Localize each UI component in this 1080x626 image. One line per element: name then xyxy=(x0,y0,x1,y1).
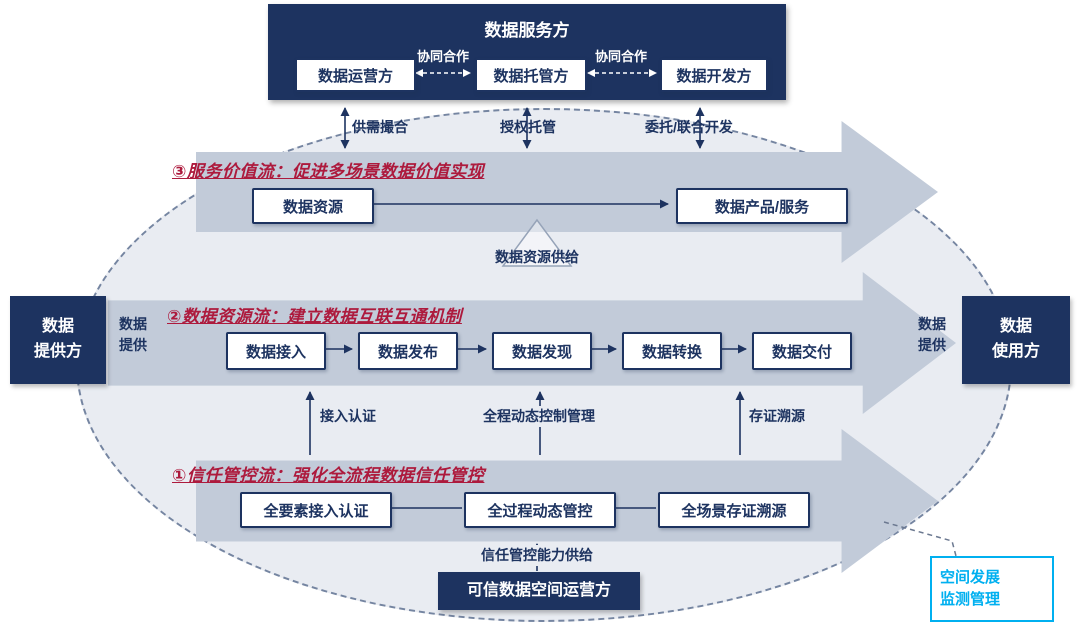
evidence-label: 存证溯源 xyxy=(749,408,805,424)
step-data-publish-box: 数据发布 xyxy=(358,332,458,370)
provider-flow-label: 数据 提供 xyxy=(119,314,147,356)
space-monitoring-box: 空间发展 监测管理 xyxy=(930,556,1054,622)
provider-flow-line1: 数据 xyxy=(119,316,147,332)
trust-access-auth-box: 全要素接入认证 xyxy=(240,492,392,528)
data-consumer-line2: 使用方 xyxy=(991,343,1040,360)
collab-label-1: 协同合作 xyxy=(416,49,470,64)
access-auth-label: 接入认证 xyxy=(320,408,376,424)
authorized-hosting-label: 授权托管 xyxy=(500,119,556,135)
step-data-access-box: 数据接入 xyxy=(226,332,326,370)
step-data-transform-box: 数据转换 xyxy=(622,332,722,370)
trust-supply-label: 信任管控能力供给 xyxy=(477,545,597,566)
data-developer-box: 数据开发方 xyxy=(660,58,768,92)
data-provider-line1: 数据 xyxy=(41,318,74,336)
data-custodian-box: 数据托管方 xyxy=(475,58,587,92)
service-value-flow-title: ③服务价值流：促进多场景数据价值实现 xyxy=(172,162,485,181)
collab-label-2: 协同合作 xyxy=(594,49,648,64)
resource-supply-label: 数据资源供给 xyxy=(495,249,579,265)
space-monitoring-line1: 空间发展 xyxy=(940,568,1001,586)
trust-evidence-trace-box: 全场景存证溯源 xyxy=(658,492,810,528)
step-data-deliver-box: 数据交付 xyxy=(752,332,852,370)
data-resource-box: 数据资源 xyxy=(252,188,374,224)
data-service-title: 数据服务方 xyxy=(484,21,570,40)
consumer-flow-line1: 数据 xyxy=(918,316,946,332)
step-data-discover-box: 数据发现 xyxy=(492,332,592,370)
consumer-flow-line2: 提供 xyxy=(918,337,946,353)
provider-flow-line2: 提供 xyxy=(119,337,147,353)
consumer-flow-label: 数据 提供 xyxy=(918,314,946,356)
data-consumer-line1: 数据 xyxy=(999,318,1032,336)
data-product-box: 数据产品/服务 xyxy=(676,188,848,224)
data-resource-flow-title: ②数据资源流：建立数据互联互通机制 xyxy=(167,307,462,326)
trust-control-flow-title: ①信任管控流：强化全流程数据信任管控 xyxy=(172,466,485,485)
data-operator-box: 数据运营方 xyxy=(295,58,416,92)
joint-dev-label: 委托/联合开发 xyxy=(645,119,733,135)
trust-dynamic-control-box: 全过程动态管控 xyxy=(464,492,616,528)
data-provider-box: 数据 提供方 xyxy=(10,296,106,384)
space-monitoring-line2: 监测管理 xyxy=(940,591,1001,608)
data-provider-line2: 提供方 xyxy=(33,343,82,360)
trusted-space-operator-box: 可信数据空间运营方 xyxy=(438,572,640,610)
dynamic-mgmt-label: 全程动态控制管理 xyxy=(479,406,599,427)
matchmaking-label: 供需撮合 xyxy=(352,119,408,135)
data-consumer-box: 数据 使用方 xyxy=(962,296,1070,384)
trusted-space-operator-label: 可信数据空间运营方 xyxy=(466,581,611,599)
